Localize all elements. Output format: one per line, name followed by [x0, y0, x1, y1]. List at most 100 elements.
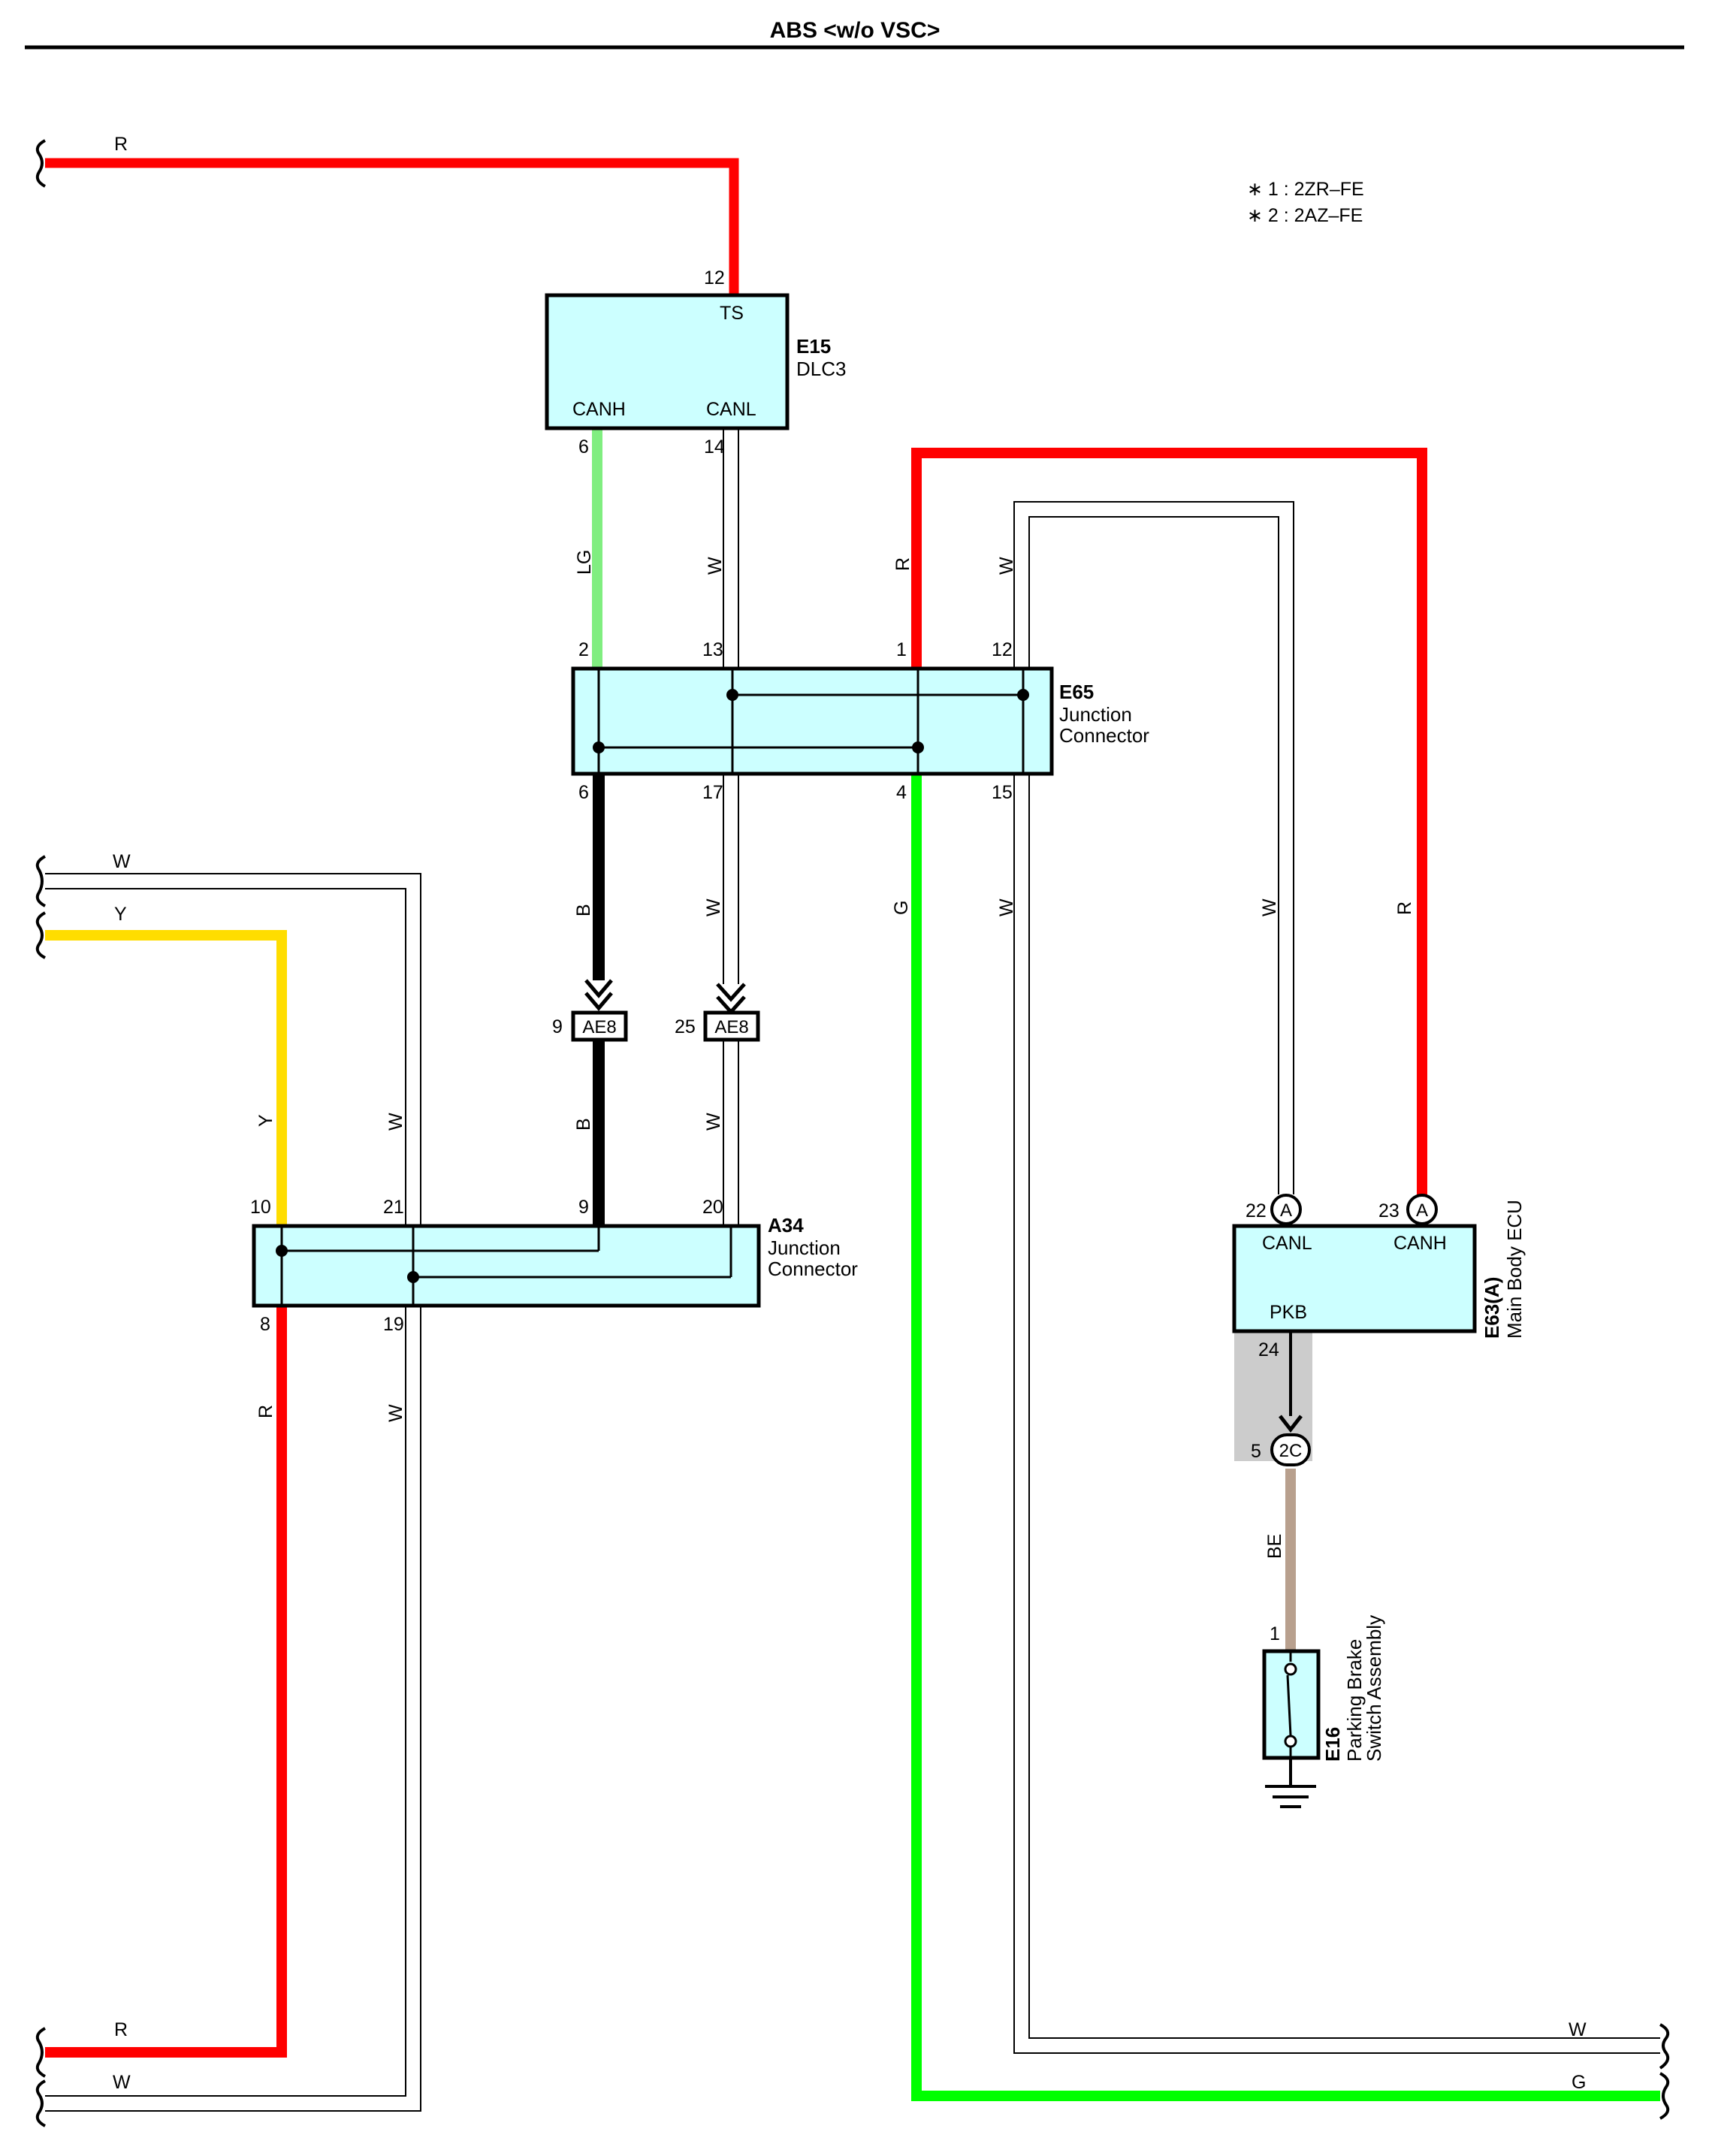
- e63-marker-canl: [1270, 1194, 1302, 1225]
- ae8-label-w: AE8: [714, 1017, 748, 1037]
- label-w-right: W: [1569, 2019, 1587, 2040]
- connector-ae8-b: [571, 1010, 628, 1042]
- e63-signal-canh: CANH: [1393, 1233, 1447, 1254]
- a34-pin-20: 20: [702, 1197, 723, 1218]
- e15-name: DLC3: [796, 358, 846, 380]
- e16-name-1: Parking Brake: [1343, 1639, 1366, 1762]
- note-1: ∗ 1 : 2ZR–FE: [1247, 179, 1364, 200]
- a34-internal: [280, 1226, 732, 1306]
- label-y-vert: Y: [255, 1114, 276, 1127]
- a34-pin-8: 8: [260, 1314, 270, 1335]
- connector-2c: [1270, 1433, 1311, 1466]
- e65-pin-15: 15: [992, 782, 1013, 803]
- label-w-upper: W: [703, 898, 724, 916]
- e16-pin: 1: [1270, 1623, 1280, 1644]
- wire-g-main: [911, 774, 1660, 2101]
- a34-id: A34: [768, 1214, 804, 1237]
- ground-icon: [1265, 1758, 1316, 1808]
- e15-signal-ts: TS: [720, 303, 744, 324]
- label-w-a34: W: [385, 1404, 406, 1422]
- connector-e15: [545, 293, 790, 430]
- a34-pin-19: 19: [383, 1314, 404, 1335]
- ae8-arrows: [584, 979, 746, 1015]
- ae8-label-b: AE8: [582, 1017, 616, 1037]
- a34-name-1: Junction: [768, 1237, 841, 1259]
- e63-id: E63(A): [1481, 1277, 1503, 1339]
- a34-pin-10: 10: [250, 1197, 271, 1218]
- a34-junction-dots: [276, 1245, 419, 1283]
- label-g-right: G: [1572, 2072, 1586, 2093]
- ae8-pin-b: 9: [552, 1016, 563, 1037]
- label-w-e65-low: W: [996, 898, 1017, 916]
- wire-r-e65: [911, 448, 1427, 1200]
- connector-e65: [571, 666, 1054, 776]
- break-marks: [35, 139, 1670, 2127]
- e65-pin-6: 6: [578, 782, 589, 803]
- wire-w-left: [45, 873, 421, 2112]
- label-w-left: W: [113, 851, 131, 872]
- e15-signal-canh: CANH: [572, 399, 626, 420]
- label-w-dlc: W: [705, 557, 726, 575]
- wire-y: [45, 930, 287, 1226]
- e16-name-2: Switch Assembly: [1363, 1615, 1385, 1762]
- e65-id: E65: [1059, 681, 1094, 703]
- e15-pin-canh: 6: [578, 436, 589, 457]
- e65-pin-1: 1: [896, 639, 907, 660]
- e65-name-2: Connector: [1059, 724, 1149, 747]
- connector-a34: [252, 1224, 761, 1308]
- label-y-left: Y: [114, 904, 127, 925]
- e16-id: E16: [1321, 1727, 1344, 1762]
- e63-marker-canh: [1406, 1194, 1438, 1225]
- note-2: ∗ 2 : 2AZ–FE: [1247, 205, 1363, 226]
- label-r-a34: R: [255, 1405, 276, 1418]
- e63-pin-pkb: 24: [1258, 1339, 1279, 1360]
- e15-id: E15: [796, 335, 831, 358]
- arrow-pkb: [1279, 1415, 1303, 1433]
- e65-pin-17: 17: [702, 782, 723, 803]
- label-be: BE: [1264, 1534, 1285, 1559]
- page-title: ABS <w/o VSC>: [770, 18, 941, 43]
- label-r-ecu: R: [1394, 901, 1415, 915]
- connector-ae8-w: [703, 1010, 760, 1042]
- label-lg: LG: [574, 550, 595, 575]
- label-w-ecu: W: [1259, 898, 1280, 916]
- label-r-top: R: [114, 134, 128, 155]
- wire-w-lower: [723, 1040, 739, 1226]
- e15-pin-canl: 14: [704, 436, 725, 457]
- label-w-e65: W: [996, 557, 1017, 575]
- e63-marker-a-2: A: [1416, 1200, 1428, 1221]
- wire-w-upper: [723, 774, 739, 984]
- label-g-main: G: [891, 901, 912, 915]
- e63-signal-pkb: PKB: [1270, 1302, 1307, 1323]
- label-r-bottom: R: [114, 2019, 128, 2040]
- e65-pin-2: 2: [578, 639, 589, 660]
- e65-pin-13: 13: [702, 639, 723, 660]
- a34-pin-9: 9: [578, 1197, 589, 1218]
- e63-marker-a-1: A: [1280, 1200, 1292, 1221]
- switch-icon: [1284, 1651, 1297, 1758]
- e15-pin-ts: 12: [704, 267, 725, 288]
- label-w-vert: W: [385, 1113, 406, 1131]
- e65-internal: [597, 669, 1025, 774]
- e65-pin-4: 4: [896, 782, 907, 803]
- c2c-label: 2C: [1279, 1441, 1303, 1461]
- ae8-pin-w: 25: [675, 1016, 696, 1037]
- a34-name-2: Connector: [768, 1258, 858, 1280]
- e63-signal-canl: CANL: [1262, 1233, 1312, 1254]
- label-r-e65: R: [892, 557, 913, 571]
- a34-pin-21: 21: [383, 1197, 404, 1218]
- wire-r-top: [45, 158, 739, 295]
- e63-name: Main Body ECU: [1503, 1200, 1526, 1339]
- e63-pin-canh: 23: [1378, 1200, 1400, 1221]
- wire-w-loop: [1013, 501, 1660, 2054]
- e15-signal-canl: CANL: [706, 399, 756, 420]
- e65-name-1: Junction: [1059, 703, 1132, 726]
- label-w-lower: W: [703, 1113, 724, 1131]
- label-b-upper: B: [573, 904, 594, 916]
- label-w-bottom: W: [113, 2072, 131, 2093]
- wire-w-dlc: [723, 428, 739, 669]
- e63-pin-canl: 22: [1246, 1200, 1267, 1221]
- label-b-lower: B: [573, 1118, 594, 1131]
- c2c-pin: 5: [1251, 1441, 1261, 1462]
